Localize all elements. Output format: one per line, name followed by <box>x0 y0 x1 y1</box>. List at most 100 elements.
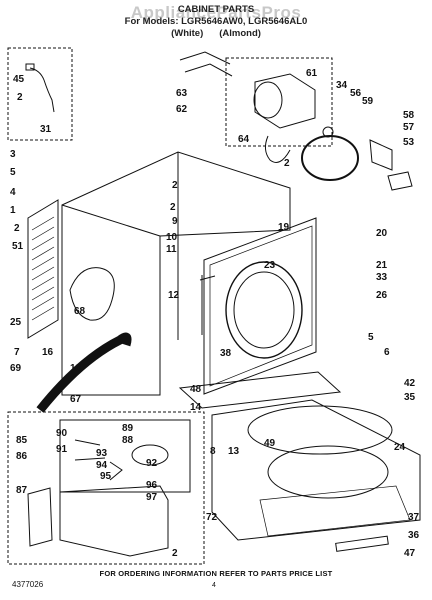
callout-3[interactable]: 3 <box>10 149 16 160</box>
page-number: 4 <box>212 582 216 589</box>
door-opening-inner <box>233 271 295 349</box>
header-colors: (White) (Almond) <box>0 28 432 39</box>
callout-12[interactable]: 12 <box>168 290 180 301</box>
callout-92[interactable]: 92 <box>146 458 158 469</box>
ordering-footer: FOR ORDERING INFORMATION REFER TO PARTS … <box>99 569 333 578</box>
callout-14[interactable]: 14 <box>190 402 202 413</box>
callout-48[interactable]: 48 <box>190 384 202 395</box>
callout-21[interactable]: 21 <box>376 260 388 271</box>
rear-panel <box>27 199 59 339</box>
callout-97[interactable]: 97 <box>146 492 158 503</box>
callout-8[interactable]: 8 <box>210 446 216 457</box>
callout-2[interactable]: 2 <box>14 223 20 234</box>
callout-62[interactable]: 62 <box>176 104 188 115</box>
callout-25[interactable]: 25 <box>10 317 22 328</box>
callout-5[interactable]: 5 <box>368 332 374 343</box>
header-models: For Models: LGR5646AW0, LGR5646AL0 <box>124 16 308 27</box>
callout-11[interactable]: 11 <box>166 244 177 255</box>
base-outline <box>211 399 421 541</box>
part-47-strip <box>335 535 389 552</box>
burner-assembly <box>59 485 169 557</box>
part-63-brackets <box>179 51 233 77</box>
callout-53[interactable]: 53 <box>403 137 415 148</box>
front-panel <box>203 217 317 395</box>
wiring-kit-box <box>7 411 205 565</box>
callout-4[interactable]: 4 <box>10 187 16 198</box>
callout-86[interactable]: 86 <box>16 451 28 462</box>
callout-56[interactable]: 56 <box>350 88 362 99</box>
callout-33[interactable]: 33 <box>376 272 388 283</box>
callout-49[interactable]: 49 <box>264 438 276 449</box>
watermark-logo: AppliancePartsPros <box>130 3 302 22</box>
callout-95[interactable]: 95 <box>100 471 112 482</box>
callout-57[interactable]: 57 <box>403 122 415 133</box>
callout-67[interactable]: 67 <box>70 394 82 405</box>
part-87-bracket <box>27 487 53 547</box>
callout-96[interactable]: 96 <box>146 480 158 491</box>
callout-90[interactable]: 90 <box>56 428 68 439</box>
callout-20[interactable]: 20 <box>376 228 388 239</box>
callout-31[interactable]: 31 <box>40 124 52 135</box>
callout-87[interactable]: 87 <box>16 485 28 496</box>
callout-10[interactable]: 10 <box>166 232 178 243</box>
part-64-harness <box>264 135 291 163</box>
base-ring-bottom <box>267 445 389 499</box>
callout-93[interactable]: 93 <box>96 448 108 459</box>
kit-wires <box>74 439 123 481</box>
callout-37[interactable]: 37 <box>408 512 420 523</box>
motor-end <box>253 81 283 119</box>
callout-47[interactable]: 47 <box>404 548 416 559</box>
callout-2[interactable]: 2 <box>284 158 290 169</box>
callout-18[interactable]: 18 <box>70 363 82 374</box>
kit-harness-coil <box>131 444 169 466</box>
callout-9[interactable]: 9 <box>172 216 178 227</box>
callout-42[interactable]: 42 <box>404 378 416 389</box>
part-45-connector <box>25 63 35 71</box>
callout-88[interactable]: 88 <box>122 435 134 446</box>
motor-box <box>225 57 333 147</box>
callout-51[interactable]: 51 <box>12 241 24 252</box>
callout-58[interactable]: 58 <box>403 110 415 121</box>
idler-bracket-53 <box>369 139 393 171</box>
callout-5[interactable]: 5 <box>10 167 16 178</box>
callout-2[interactable]: 2 <box>172 548 178 559</box>
callout-72[interactable]: 72 <box>206 512 218 523</box>
callout-1[interactable]: 1 <box>10 205 16 216</box>
callout-85[interactable]: 85 <box>16 435 28 446</box>
callout-36[interactable]: 36 <box>408 530 420 541</box>
callout-61[interactable]: 61 <box>306 68 318 79</box>
header-title: CABINET PARTS <box>177 4 255 15</box>
callout-16[interactable]: 16 <box>42 347 54 358</box>
panel-48 <box>178 371 342 409</box>
callout-23[interactable]: 23 <box>264 260 276 271</box>
callout-45[interactable]: 45 <box>13 74 25 85</box>
motor-body <box>254 73 316 129</box>
callout-2[interactable]: 2 <box>170 202 176 213</box>
callout-34[interactable]: 34 <box>336 80 348 91</box>
callout-35[interactable]: 35 <box>404 392 416 403</box>
callout-7[interactable]: 7 <box>14 347 20 358</box>
callout-91[interactable]: 91 <box>56 444 68 455</box>
cabinet-cutout <box>69 267 115 321</box>
callout-13[interactable]: 13 <box>228 446 240 457</box>
cabinet-edges <box>61 152 179 340</box>
callout-26[interactable]: 26 <box>376 290 388 301</box>
callout-2[interactable]: 2 <box>17 92 23 103</box>
callout-68[interactable]: 68 <box>74 306 86 317</box>
callout-19[interactable]: 19 <box>278 222 290 233</box>
document-number: 4377026 <box>12 580 44 589</box>
callout-63[interactable]: 63 <box>176 88 188 99</box>
color-almond: (Almond) <box>219 28 261 39</box>
callout-24[interactable]: 24 <box>394 442 406 453</box>
callout-6[interactable]: 6 <box>384 347 390 358</box>
callout-69[interactable]: 69 <box>10 363 22 374</box>
color-white: (White) <box>171 28 204 39</box>
callout-2[interactable]: 2 <box>172 180 178 191</box>
rear-panel-vents <box>31 216 55 321</box>
callout-89[interactable]: 89 <box>122 423 134 434</box>
callout-94[interactable]: 94 <box>96 460 108 471</box>
callout-64[interactable]: 64 <box>238 134 250 145</box>
callout-59[interactable]: 59 <box>362 96 374 107</box>
callout-38[interactable]: 38 <box>220 348 232 359</box>
